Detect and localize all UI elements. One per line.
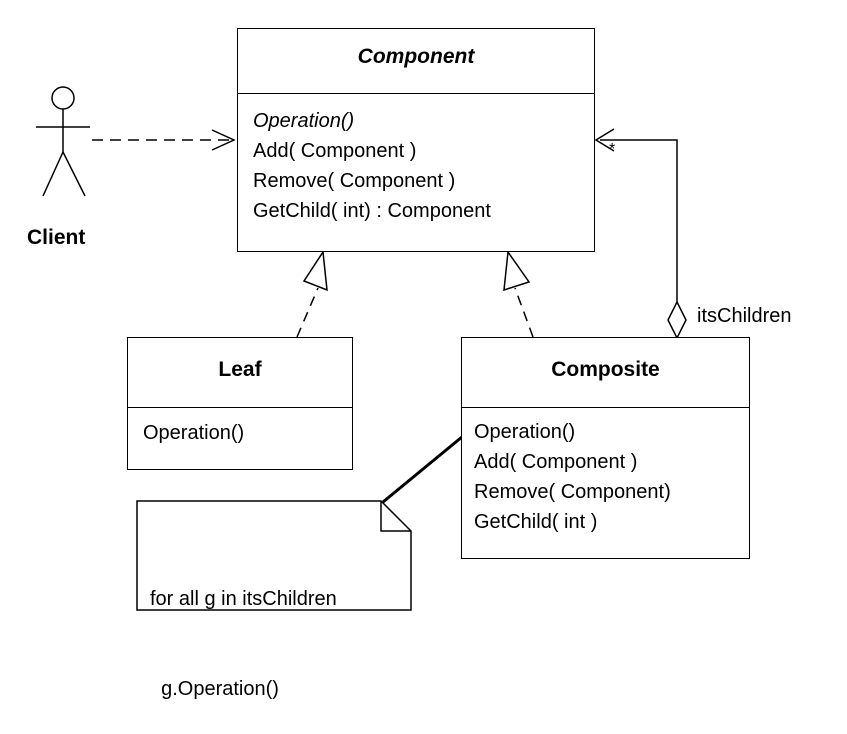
leaf-realization-arrowhead-icon xyxy=(302,249,328,292)
component-class-name: Component xyxy=(357,45,475,68)
composite-operations: Operation() Add( Component ) Remove( Com… xyxy=(474,417,671,537)
composite-operation: Add( Component ) xyxy=(474,451,638,473)
component-operations: Operation() Add( Component ) Remove( Com… xyxy=(253,106,491,226)
leaf-class-name: Leaf xyxy=(218,358,262,381)
note-shape xyxy=(136,500,412,611)
composite-class: Composite Operation() Add( Component ) R… xyxy=(461,337,750,559)
actor-icon xyxy=(36,86,90,197)
role-label: itsChildren xyxy=(697,305,792,327)
aggregation-arrowhead-icon xyxy=(594,128,615,152)
component-operation: Operation() xyxy=(253,110,355,132)
composite-operation: GetChild( int ) xyxy=(474,511,598,533)
leaf-operations: Operation() xyxy=(143,418,244,448)
leaf-realization-line xyxy=(296,287,319,338)
note-line: for all g in itsChildren xyxy=(150,588,337,610)
leaf-class-divider xyxy=(128,407,352,408)
component-class-divider xyxy=(238,93,594,94)
composite-class-name: Composite xyxy=(551,358,660,381)
client-label: Client xyxy=(27,226,86,249)
leaf-class: Leaf Operation() xyxy=(127,337,353,470)
composite-realization-arrowhead-icon xyxy=(503,249,531,292)
note-text: for all g in itsChildren g.Operation() xyxy=(150,524,337,734)
component-operation: GetChild( int) : Component xyxy=(253,200,491,222)
multiplicity-label: * xyxy=(609,141,616,158)
composite-realization-line xyxy=(514,287,534,338)
aggregation-diamond-icon xyxy=(667,300,687,340)
component-operation: Add( Component ) xyxy=(253,140,417,162)
component-class: Component Operation() Add( Component ) R… xyxy=(237,28,595,252)
aggregation-line xyxy=(600,139,678,302)
composite-operation: Operation() xyxy=(474,421,576,443)
note-line: g.Operation() xyxy=(150,678,279,700)
composite-class-divider xyxy=(462,407,749,408)
dependency-arrowhead-icon xyxy=(211,129,236,151)
diagram-connectors xyxy=(36,86,687,611)
leaf-operation: Operation() xyxy=(143,422,245,444)
note-anchor-line xyxy=(382,430,469,504)
composite-operation: Remove( Component) xyxy=(474,481,671,503)
component-operation: Remove( Component ) xyxy=(253,170,456,192)
